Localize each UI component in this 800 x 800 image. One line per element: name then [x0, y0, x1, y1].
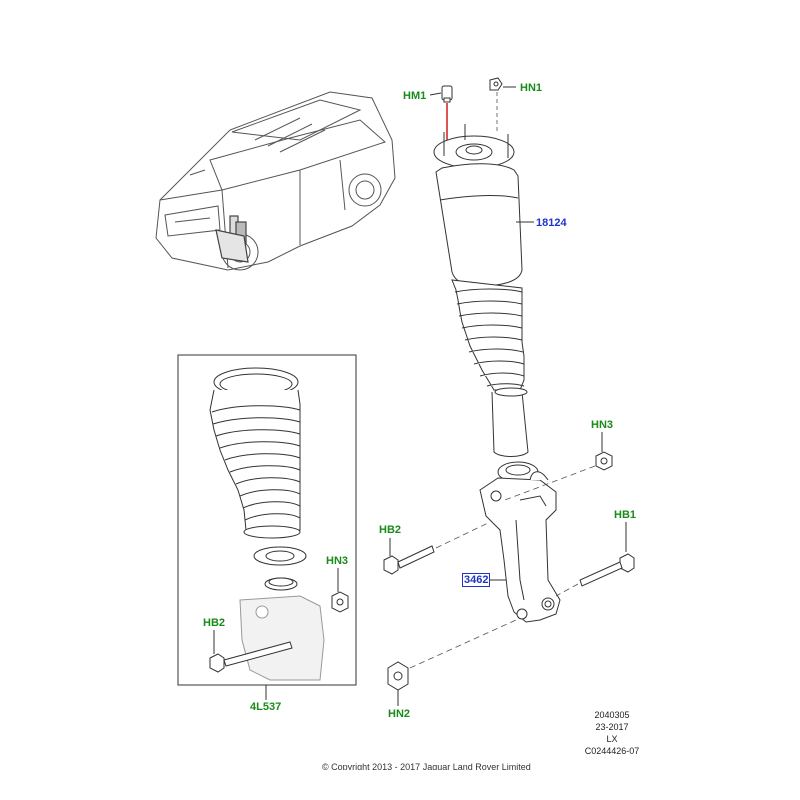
label-hm1: HM1 [403, 90, 427, 102]
hn1-nut [489, 77, 503, 91]
copyright-text: © Copyright 2013 - 2017 Jaguar Land Rove… [322, 762, 531, 770]
label-4l537: 4L537 [250, 701, 282, 713]
info-line-1: 2040305 [594, 710, 630, 720]
bracket-3462 [479, 461, 561, 623]
info-line-4: C0244426-07 [584, 746, 640, 756]
diagram-info: 2040305 23-2017 LX C0244426-07 [574, 709, 650, 757]
air-strut-18124 [433, 124, 529, 457]
hb1-dash [555, 583, 579, 597]
inset-frame [177, 354, 357, 686]
info-line-3: LX [606, 734, 618, 744]
hb2-bolt-right [383, 545, 435, 575]
hn2-dash [409, 619, 517, 669]
label-hb2-inset: HB2 [203, 617, 226, 629]
vehicle-illustration [155, 91, 396, 271]
hb1-bolt [579, 553, 635, 587]
hn3-nut-right [595, 451, 613, 471]
label-hn3-inset: HN3 [326, 555, 349, 567]
hm1-leader [429, 92, 442, 96]
label-hn3-right: HN3 [591, 419, 614, 431]
label-hn1: HN1 [520, 82, 543, 94]
label-hb2-right: HB2 [379, 524, 402, 536]
hb2-right-dash [435, 521, 491, 549]
inset-boot-kit-4l537 [209, 367, 349, 681]
label-hb1: HB1 [614, 509, 637, 521]
info-line-2: 23-2017 [595, 722, 629, 732]
label-hn2: HN2 [388, 708, 411, 720]
hm1-bolt [441, 85, 453, 103]
label-18124: 18124 [536, 217, 567, 229]
vehicle-strut-highlight [215, 215, 249, 263]
label-3462: 3462 [462, 573, 491, 587]
hn3-right-dash [504, 465, 596, 501]
hn2-nut [387, 661, 409, 691]
